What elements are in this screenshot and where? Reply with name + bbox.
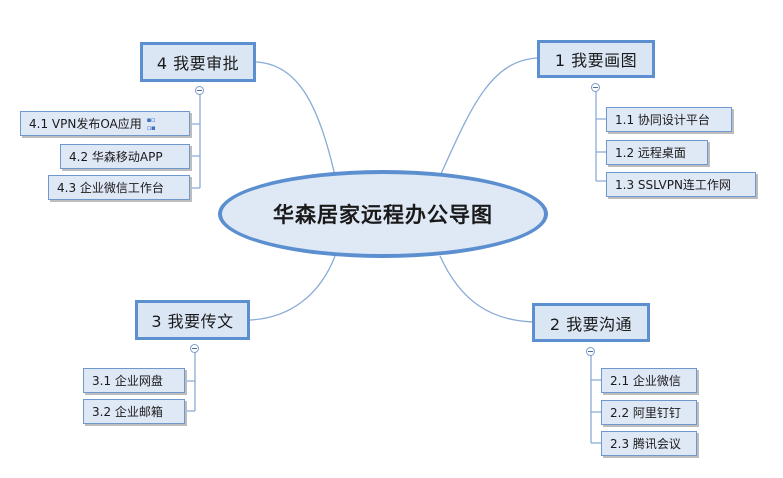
collapse-toggle-communication[interactable] xyxy=(586,347,595,356)
item-label: 4.1 VPN发布OA应用 xyxy=(29,117,142,131)
item-mobile-app[interactable]: 4.2 华森移动APP xyxy=(60,144,190,169)
topic-file-transfer[interactable]: 3 我要传文 xyxy=(135,300,250,340)
link-b1-children xyxy=(595,90,606,182)
collapse-toggle-approval[interactable] xyxy=(195,86,204,95)
central-topic-label: 华森居家远程办公导图 xyxy=(273,203,493,227)
item-label: 2.1 企业微信 xyxy=(610,374,681,388)
item-wecom-workbench[interactable]: 4.3 企业微信工作台 xyxy=(48,175,190,200)
link-b3-children xyxy=(185,345,196,412)
link-central-b2 xyxy=(439,255,539,323)
app-link-icon: ▪▫▫▪ xyxy=(146,115,156,132)
link-central-b3 xyxy=(249,255,336,321)
collapse-toggle-file-transfer[interactable] xyxy=(190,344,199,353)
topic-file-transfer-label: 3 我要传文 xyxy=(151,312,234,331)
central-topic[interactable]: 华森居家远程办公导图 xyxy=(218,170,548,258)
link-b2-children xyxy=(590,354,601,444)
item-cloud-drive[interactable]: 3.1 企业网盘 xyxy=(83,368,185,393)
topic-drawing-label: 1 我要画图 xyxy=(554,51,638,70)
item-label: 1.3 SSLVPN连工作网 xyxy=(615,178,731,192)
topic-approval-label: 4 我要审批 xyxy=(156,54,240,73)
item-label: 1.1 协同设计平台 xyxy=(615,113,710,127)
item-wecom[interactable]: 2.1 企业微信 xyxy=(601,368,697,393)
item-remote-desktop[interactable]: 1.2 远程桌面 xyxy=(606,140,708,165)
topic-approval[interactable]: 4 我要审批 xyxy=(140,42,256,82)
topic-drawing[interactable]: 1 我要画图 xyxy=(537,40,655,78)
item-dingtalk[interactable]: 2.2 阿里钉钉 xyxy=(601,400,697,425)
item-label: 1.2 远程桌面 xyxy=(615,146,686,160)
link-central-b1 xyxy=(439,57,539,177)
topic-communication[interactable]: 2 我要沟通 xyxy=(532,303,650,342)
item-label: 4.2 华森移动APP xyxy=(69,150,163,164)
topic-communication-label: 2 我要沟通 xyxy=(549,314,633,334)
item-label: 2.3 腾讯会议 xyxy=(610,437,681,451)
item-label: 4.3 企业微信工作台 xyxy=(57,181,164,195)
item-enterprise-email[interactable]: 3.2 企业邮箱 xyxy=(83,399,185,424)
link-central-b4 xyxy=(255,61,336,177)
item-sslvpn[interactable]: 1.3 SSLVPN连工作网 xyxy=(606,172,756,197)
item-label: 3.2 企业邮箱 xyxy=(92,405,163,419)
link-b4-children xyxy=(190,90,201,189)
collapse-toggle-drawing[interactable] xyxy=(591,83,600,92)
item-collab-design[interactable]: 1.1 协同设计平台 xyxy=(606,107,732,132)
item-vpn-oa[interactable]: 4.1 VPN发布OA应用 ▪▫▫▪ xyxy=(20,111,190,136)
item-label: 2.2 阿里钉钉 xyxy=(610,406,681,420)
item-tencent-meeting[interactable]: 2.3 腾讯会议 xyxy=(601,431,697,456)
item-label: 3.1 企业网盘 xyxy=(92,374,163,388)
